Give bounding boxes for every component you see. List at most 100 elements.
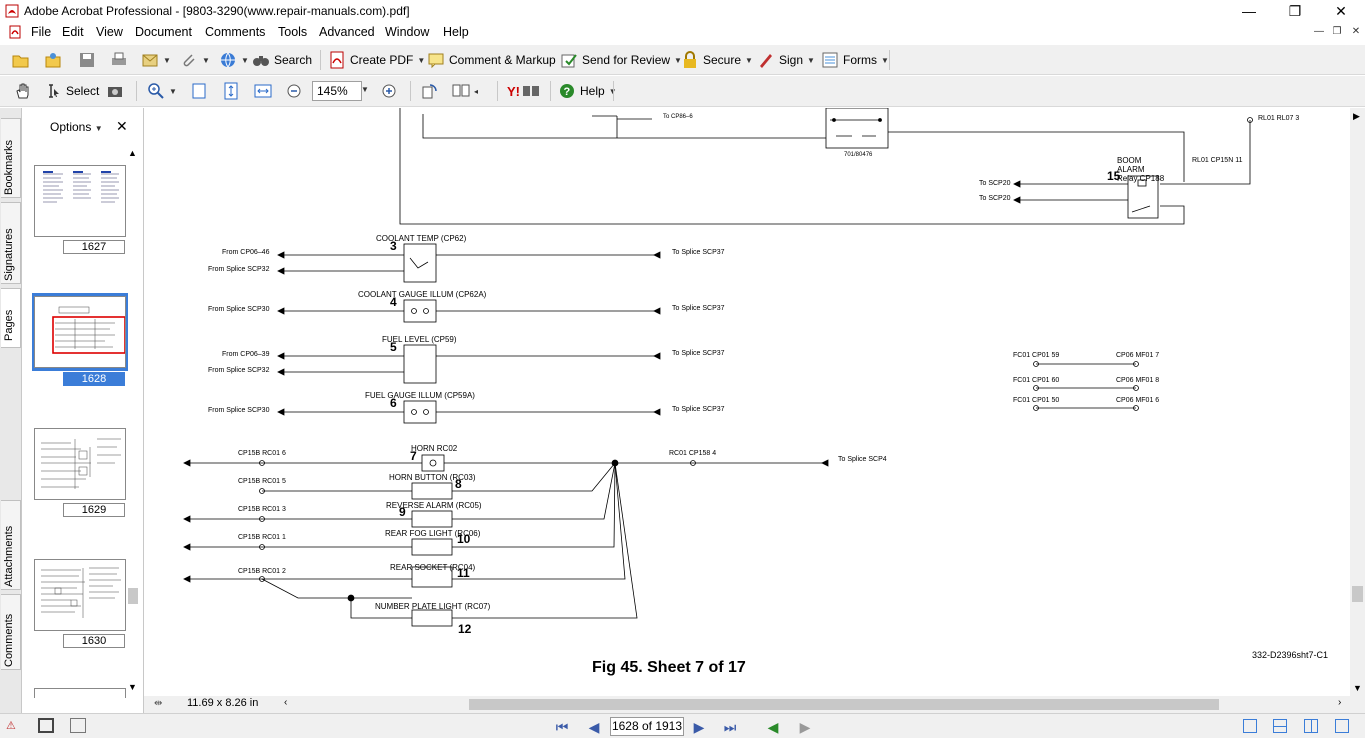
zoom-in-button[interactable]: [380, 80, 398, 102]
facing-layout-icon[interactable]: [1304, 719, 1318, 733]
doc-close-button[interactable]: ✕: [1351, 26, 1361, 37]
search-label: Search: [274, 53, 313, 67]
rotate-button[interactable]: [421, 80, 439, 102]
view-toolbar: Select ▼ 145% ▼ ◂ Y! ? Help ▼: [0, 76, 1365, 107]
go-back-button[interactable]: ◀: [767, 719, 779, 735]
component-number: 8: [455, 477, 462, 491]
menu-view[interactable]: View: [96, 25, 123, 39]
yahoo-toolbar-button[interactable]: Y!: [507, 80, 541, 102]
thumbnails-scrollbar[interactable]: ▲ ▼: [128, 148, 138, 692]
component-number: 3: [390, 239, 397, 253]
hand-icon: [16, 83, 29, 99]
menu-comments[interactable]: Comments: [205, 25, 266, 39]
component-label: NUMBER PLATE LIGHT (RC07): [375, 602, 491, 611]
secure-button[interactable]: Secure ▼: [681, 49, 753, 71]
minus-circle-icon: [287, 84, 301, 98]
previous-page-button[interactable]: ◀: [588, 719, 600, 735]
single-page-view-icon[interactable]: [38, 718, 54, 733]
wire-label: To Splice SCP37: [672, 406, 725, 413]
page-number-field[interactable]: 1628 of 1913: [610, 717, 684, 736]
zoom-dropdown-arrow[interactable]: ▼: [361, 85, 369, 94]
document-horizontal-scrollbar[interactable]: ⇹ 11.69 x 8.26 in ‹ ›: [144, 696, 1365, 713]
menu-tools[interactable]: Tools: [278, 25, 308, 39]
document-icon[interactable]: [8, 25, 22, 39]
scrollbar-thumb[interactable]: [128, 588, 138, 604]
forms-button[interactable]: Forms ▼: [821, 49, 889, 71]
comment-markup-button[interactable]: Comment & Markup ▼: [427, 49, 568, 71]
last-page-button[interactable]: ⏭: [723, 719, 737, 735]
print-icon: [112, 52, 126, 65]
tab-pages[interactable]: Pages: [1, 288, 21, 348]
fit-width-button[interactable]: [254, 80, 272, 102]
page-layout-button[interactable]: ◂: [452, 80, 478, 102]
doc-restore-button[interactable]: ❐: [1332, 26, 1342, 37]
hand-tool-button[interactable]: [14, 80, 32, 102]
menu-help[interactable]: Help: [443, 25, 469, 39]
scrollbar-thumb[interactable]: [469, 699, 1219, 710]
scroll-up-arrow[interactable]: ▶: [1353, 111, 1360, 121]
tab-signatures[interactable]: Signatures: [1, 202, 21, 284]
go-forward-button[interactable]: ▶: [799, 719, 811, 735]
scroll-right-arrow[interactable]: ›: [1338, 697, 1342, 708]
attach-button[interactable]: ▼: [180, 49, 210, 71]
zoom-out-button[interactable]: [285, 80, 303, 102]
page-thumbnail[interactable]: [34, 296, 126, 368]
component-number: 15: [1107, 169, 1121, 183]
create-pdf-button[interactable]: Create PDF ▼: [328, 49, 425, 71]
first-page-button[interactable]: ⏮: [555, 719, 569, 735]
zoom-level-field[interactable]: 145%: [312, 81, 362, 101]
internet-button[interactable]: ▼: [219, 49, 249, 71]
doc-minimize-button[interactable]: —: [1314, 26, 1324, 37]
snapshot-button[interactable]: [106, 80, 124, 102]
page-thumbnail[interactable]: [34, 559, 126, 631]
scroll-down-arrow[interactable]: ▼: [1353, 683, 1362, 693]
single-page-layout-icon[interactable]: [1243, 719, 1257, 733]
rotate-icon: [422, 84, 437, 99]
tab-attachments[interactable]: Attachments: [1, 500, 21, 590]
document-vertical-scrollbar[interactable]: ▶ ▼: [1350, 108, 1365, 696]
tab-comments[interactable]: Comments: [1, 594, 21, 670]
continuous-view-icon[interactable]: [70, 718, 86, 733]
next-page-button[interactable]: ▶: [693, 719, 705, 735]
menu-document[interactable]: Document: [135, 25, 192, 39]
email-button[interactable]: ▼: [141, 49, 171, 71]
close-button[interactable]: ✕: [1335, 3, 1347, 19]
continuous-facing-layout-icon[interactable]: [1335, 719, 1349, 733]
save-icon: [80, 53, 94, 67]
document-view[interactable]: COOLANT TEMP (CP62) 3 COOLANT GAUGE ILLU…: [144, 107, 1350, 696]
open-button[interactable]: [12, 49, 30, 71]
page-thumbnail[interactable]: [34, 688, 126, 698]
menu-advanced[interactable]: Advanced: [319, 25, 375, 39]
actual-size-button[interactable]: [190, 80, 208, 102]
select-tool-button[interactable]: Select: [44, 80, 99, 102]
menu-file[interactable]: File: [31, 25, 52, 39]
scrollbar-thumb[interactable]: [1352, 586, 1363, 602]
menu-edit[interactable]: Edit: [62, 25, 84, 39]
minimize-button[interactable]: —: [1242, 3, 1256, 19]
tab-bookmarks[interactable]: Bookmarks: [1, 118, 21, 198]
organizer-button[interactable]: [44, 49, 62, 71]
scroll-left-arrow[interactable]: ‹: [284, 697, 288, 708]
send-for-review-button[interactable]: Send for Review ▼: [560, 49, 682, 71]
print-button[interactable]: [110, 49, 128, 71]
component-number: 11: [457, 566, 470, 580]
close-panel-icon[interactable]: ✕: [116, 118, 128, 134]
help-button[interactable]: ? Help ▼: [558, 80, 617, 102]
save-button[interactable]: [78, 49, 96, 71]
search-button[interactable]: Search: [252, 49, 312, 71]
menu-window[interactable]: Window: [385, 25, 430, 39]
page-thumbnail[interactable]: [34, 165, 126, 237]
review-icon: [561, 54, 577, 68]
send-for-review-label: Send for Review: [582, 53, 671, 67]
zoom-in-tool-button[interactable]: ▼: [147, 80, 177, 102]
page-thumbnail[interactable]: [34, 428, 126, 500]
menu-bar: File Edit View Document Comments Tools A…: [0, 22, 1365, 42]
options-menu[interactable]: Options ▼: [50, 120, 103, 134]
fit-page-button[interactable]: [222, 80, 240, 102]
connector-label: RC01 CP158 4: [669, 450, 717, 457]
restore-button[interactable]: ❐: [1288, 3, 1302, 19]
split-handle-icon[interactable]: ⇹: [154, 698, 163, 709]
sign-button[interactable]: Sign ▼: [757, 49, 815, 71]
component-label: BOOM ALARM Relay CP188: [1117, 156, 1165, 183]
continuous-layout-icon[interactable]: [1273, 719, 1287, 733]
